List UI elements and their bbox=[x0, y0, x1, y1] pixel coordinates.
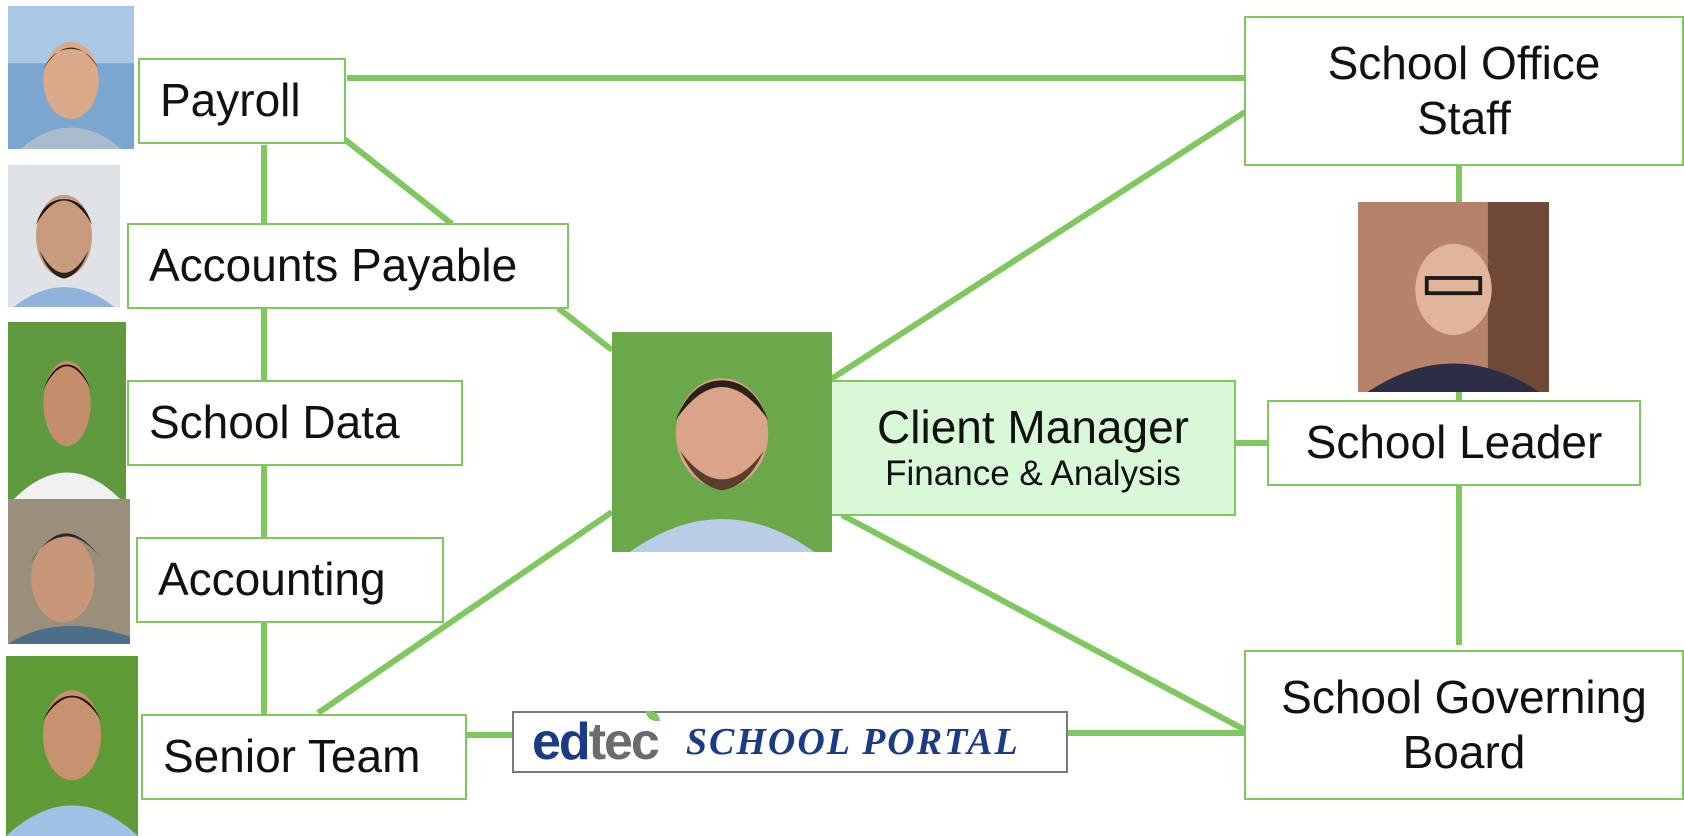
person-photo bbox=[1358, 202, 1549, 392]
school-office-staff-line2: Staff bbox=[1417, 92, 1511, 144]
client-manager-subtitle: Finance & Analysis bbox=[885, 454, 1181, 494]
school-data-box: School Data bbox=[127, 380, 463, 466]
leaf-icon bbox=[645, 711, 660, 721]
school-leader-label: School Leader bbox=[1305, 416, 1603, 469]
person-photo bbox=[8, 165, 120, 307]
client-manager-box: Client Manager Finance & Analysis bbox=[830, 380, 1236, 516]
payroll-box: Payroll bbox=[138, 58, 346, 144]
school-governing-board-box: School Governing Board bbox=[1244, 650, 1684, 800]
payroll-label: Payroll bbox=[160, 74, 301, 127]
school-office-staff-box: School Office Staff bbox=[1244, 16, 1684, 166]
school-office-staff-line1: School Office bbox=[1327, 36, 1601, 89]
person-photo bbox=[8, 499, 130, 644]
logo-school-portal: SCHOOL PORTAL bbox=[685, 721, 1020, 763]
line-senior-photo bbox=[316, 509, 614, 716]
accounts-payable-box: Accounts Payable bbox=[127, 223, 569, 309]
line-payroll-center bbox=[341, 135, 454, 227]
school-governing-board-line2: Board bbox=[1402, 726, 1526, 778]
school-leader-box: School Leader bbox=[1267, 400, 1641, 486]
person-photo bbox=[6, 656, 138, 836]
person-photo bbox=[8, 322, 126, 499]
logo-tec: tec bbox=[588, 713, 660, 771]
senior-team-label: Senior Team bbox=[163, 730, 421, 783]
school-governing-board-line1: School Governing bbox=[1281, 670, 1647, 723]
person-photo bbox=[612, 332, 832, 552]
logo-ed: ed bbox=[532, 713, 591, 771]
school-data-label: School Data bbox=[149, 396, 400, 449]
line-photo-board bbox=[840, 512, 1247, 733]
client-manager-title: Client Manager bbox=[877, 400, 1189, 453]
accounting-box: Accounting bbox=[136, 537, 444, 623]
line-photo-office bbox=[826, 109, 1247, 384]
person-photo bbox=[8, 6, 134, 149]
line-payable-photo bbox=[556, 305, 614, 353]
accounting-label: Accounting bbox=[158, 553, 386, 606]
senior-team-box: Senior Team bbox=[141, 714, 467, 800]
accounts-payable-label: Accounts Payable bbox=[149, 239, 518, 292]
